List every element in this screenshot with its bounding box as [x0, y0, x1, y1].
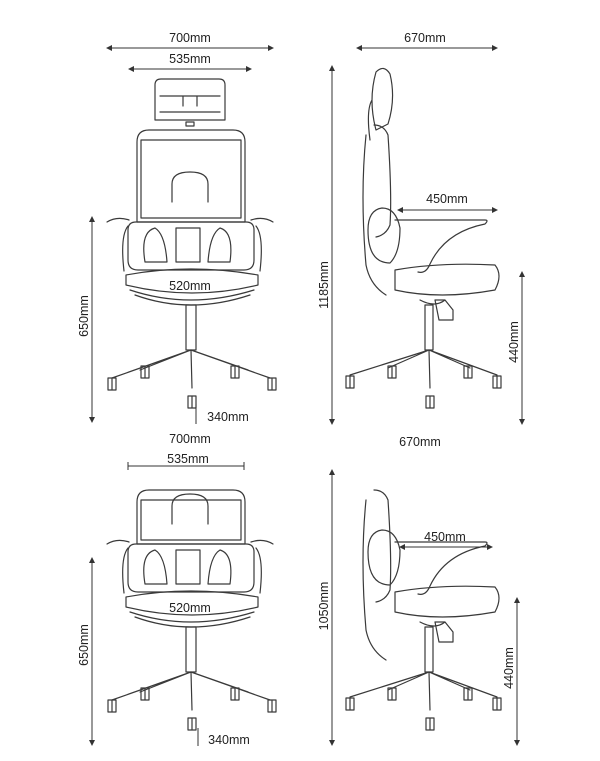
bottom-front-dimensions: 700mm 535mm 650mm 520mm 340mm — [77, 432, 250, 747]
seat-width-label: 520mm — [169, 279, 211, 293]
caster-wheel — [345, 375, 355, 389]
caster-wheel — [140, 687, 150, 701]
overall-width-label: 700mm — [169, 31, 211, 45]
seat-height-label: 440mm — [502, 647, 516, 689]
base-star — [111, 671, 271, 711]
lower-back — [127, 543, 255, 593]
caster-wheel — [187, 717, 197, 731]
seat-depth-label: 450mm — [424, 530, 466, 544]
seat-width-label: 520mm — [169, 601, 211, 615]
seat-height-label: 440mm — [507, 321, 521, 363]
seat-side — [394, 263, 500, 296]
top-side-dimensions: 670mm 1185mm 450mm 440mm — [317, 31, 525, 425]
depth-label: 670mm — [404, 31, 446, 45]
total-height-label: 1050mm — [317, 582, 331, 631]
overall-width-label: 700mm — [169, 432, 211, 446]
front-view-mid-back-chair — [106, 489, 277, 731]
caster-wheel — [463, 365, 473, 379]
total-height-label: 1185mm — [317, 261, 331, 309]
gas-column — [424, 304, 434, 351]
armrests — [106, 217, 274, 272]
caster-wheel — [463, 687, 473, 701]
base-radius-label: 340mm — [208, 733, 250, 747]
tilt-mechanism — [419, 621, 454, 643]
headrest-side — [367, 67, 394, 141]
back-width-label: 535mm — [169, 52, 211, 66]
caster-wheel — [267, 699, 277, 713]
caster-wheel — [492, 697, 502, 711]
caster-wheel — [345, 697, 355, 711]
caster-wheel — [492, 375, 502, 389]
tilt-mechanism — [419, 299, 454, 321]
headrest — [154, 78, 226, 121]
top-front-dimensions: 700mm 535mm 650mm 520mm 340mm — [77, 31, 274, 424]
armrest-side — [394, 541, 488, 595]
caster-wheel — [107, 377, 117, 391]
armrest-height-label: 650mm — [77, 624, 91, 666]
side-view-mid-back-chair — [345, 489, 502, 731]
backrest-side — [362, 489, 392, 661]
lumbar-pad — [171, 493, 209, 525]
caster-wheel — [107, 699, 117, 713]
bottom-side-dimensions: 670mm 1050mm 450mm 440mm — [317, 435, 520, 746]
base-radius-label: 340mm — [207, 410, 249, 424]
caster-wheel — [267, 377, 277, 391]
armrest-side — [394, 219, 488, 273]
backrest-side — [362, 124, 392, 296]
depth-label: 670mm — [399, 435, 441, 449]
caster-wheel — [425, 395, 435, 409]
backrest-frame — [136, 489, 246, 545]
lower-back — [127, 221, 255, 271]
base-star — [349, 671, 498, 711]
headrest-mount — [185, 121, 195, 127]
back-width-label: 535mm — [167, 452, 209, 466]
caster-wheel — [187, 395, 197, 409]
lumbar-side — [367, 207, 401, 264]
armrests — [106, 539, 274, 594]
gas-column — [185, 626, 197, 673]
caster-wheel — [140, 365, 150, 379]
gas-column — [424, 626, 434, 673]
front-view-high-back-chair — [106, 78, 277, 409]
base-star — [111, 349, 271, 389]
gas-column — [185, 304, 197, 351]
caster-wheel — [425, 717, 435, 731]
lumbar-pad — [171, 171, 209, 203]
caster-wheel — [230, 687, 240, 701]
seat-side — [394, 585, 500, 618]
backrest-frame — [136, 129, 246, 223]
caster-wheel — [387, 687, 397, 701]
base-star — [349, 349, 498, 389]
caster-wheel — [230, 365, 240, 379]
lumbar-side — [367, 529, 401, 586]
caster-wheel — [387, 365, 397, 379]
side-view-high-back-chair — [345, 67, 502, 409]
armrest-height-label: 650mm — [77, 295, 91, 337]
seat-depth-label: 450mm — [426, 192, 468, 206]
